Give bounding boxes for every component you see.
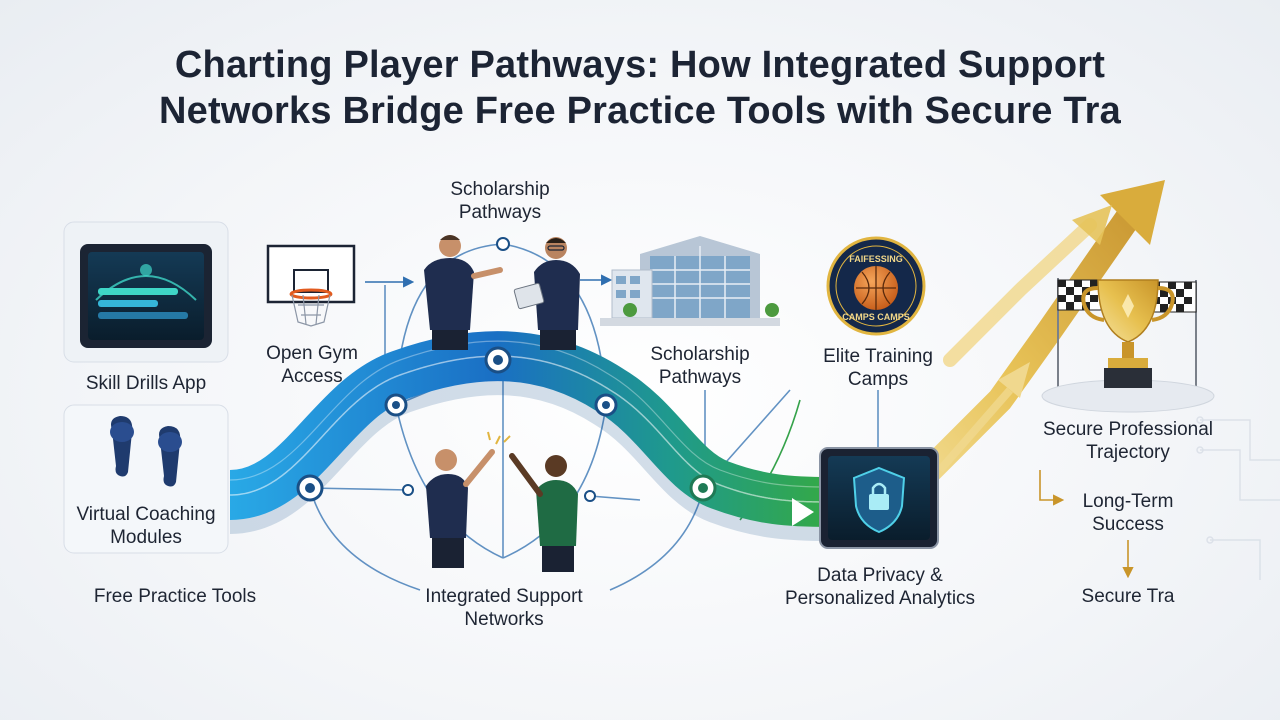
title-line-2: Networks Bridge Free Practice Tools with… (159, 90, 1121, 132)
basketball-hoop-icon (266, 244, 356, 327)
label-virtual-coaching-line-2: Modules (110, 527, 182, 548)
label-skill-drills-text: Skill Drills App (85, 373, 207, 394)
label-integrated-support-networks: Integrated Support Networks (384, 585, 624, 631)
label-scholarship-top-line-2: Pathways (458, 202, 542, 223)
label-integrated-line-1: Integrated Support (425, 586, 583, 607)
label-open-gym-line-1: Open Gym (266, 343, 358, 364)
label-secure-pro-line-1: Secure Professional (1042, 419, 1214, 440)
title-line-1: Charting Player Pathways: How Integrated… (174, 44, 1106, 86)
label-scholarship-top-line-1: Scholarship (450, 179, 550, 200)
label-scholarship-mid-line-2: Pathways (658, 367, 742, 388)
label-virtual-coaching: Virtual Coaching Modules (52, 503, 240, 549)
badge-bottom-text: CAMPS CAMPS (842, 312, 910, 322)
players-high-five-icon (426, 431, 578, 572)
label-elite-line-1: Elite Training (823, 346, 933, 367)
shield-lock-icon (819, 447, 939, 549)
label-secure-tra: Secure Tra (1050, 585, 1206, 608)
label-elite-training-camps: Elite Training Camps (796, 345, 960, 391)
label-elite-line-2: Camps (847, 369, 909, 390)
label-long-term-success: Long-Term Success (1050, 490, 1206, 536)
pathway-arrow-head (792, 498, 814, 526)
label-secure-tra-text: Secure Tra (1081, 586, 1175, 607)
earbuds-icon (63, 404, 229, 554)
page-title: Charting Player Pathways: How Integrated… (0, 42, 1280, 134)
growth-arrow-icon (867, 180, 1165, 533)
label-open-gym-access: Open Gym Access (240, 342, 384, 388)
coach-icon (424, 235, 503, 350)
label-skill-drills-app: Skill Drills App (64, 372, 228, 395)
label-open-gym-line-2: Access (281, 366, 343, 387)
badge-top-text: FAIFESSING (849, 254, 903, 264)
label-scholarship-mid-line-1: Scholarship (650, 344, 750, 365)
coach-with-clipboard-icon (513, 237, 580, 350)
label-privacy-line-2: Personalized Analytics (784, 588, 976, 609)
node-7 (402, 484, 414, 496)
label-virtual-coaching-line-1: Virtual Coaching (76, 504, 216, 525)
trophy-icon (1041, 279, 1215, 413)
camp-badge-icon (826, 236, 926, 336)
label-secure-professional-trajectory: Secure Professional Trajectory (1020, 418, 1236, 464)
label-free-practice-text: Free Practice Tools (93, 586, 257, 607)
label-secure-pro-line-2: Trajectory (1086, 442, 1170, 463)
building-icon (600, 236, 780, 326)
label-long-term-line-2: Success (1092, 514, 1164, 535)
label-scholarship-pathways-top: Scholarship Pathways (420, 178, 580, 224)
label-scholarship-pathways-mid: Scholarship Pathways (620, 343, 780, 389)
label-long-term-line-1: Long-Term (1082, 491, 1174, 512)
label-privacy-line-1: Data Privacy & (817, 565, 943, 586)
circuit-decoration (1196, 416, 1280, 580)
tablet-icon (63, 221, 229, 363)
label-data-privacy: Data Privacy & Personalized Analytics (752, 564, 1008, 610)
node-8 (584, 490, 596, 502)
label-integrated-line-2: Networks (464, 609, 544, 630)
node-6 (496, 237, 510, 251)
label-free-practice-tools: Free Practice Tools (40, 585, 310, 608)
